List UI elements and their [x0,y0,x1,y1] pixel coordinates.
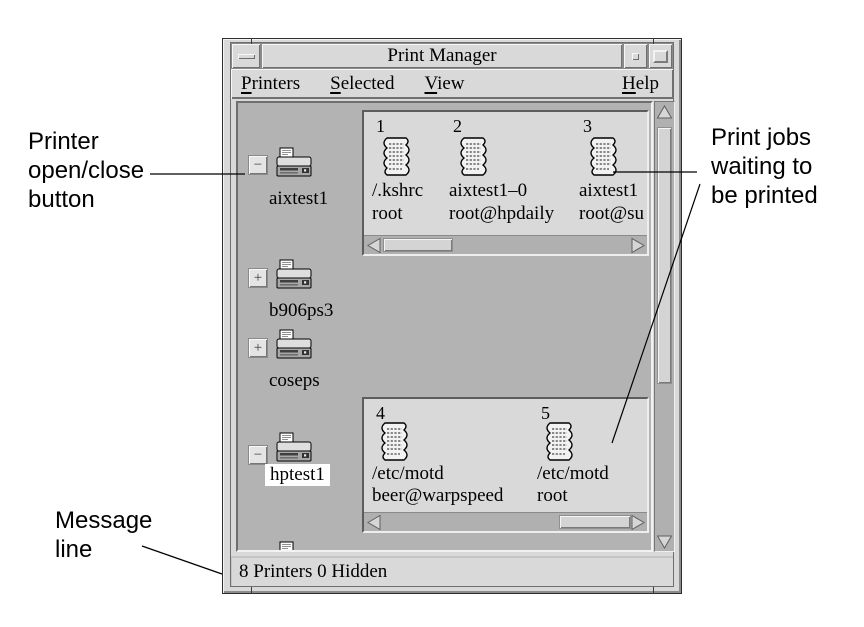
printer-open-close-button-aixtest1[interactable]: − [248,155,268,175]
job-canvas-hptest1: 4 /etc/motd beer@warpspeed 5 /etc/motd r… [364,399,647,512]
job-owner: root@hpdaily [449,203,555,224]
job-file: /etc/motd [372,463,444,484]
menu-printers[interactable]: Printers [241,73,301,94]
hscroll-thumb[interactable] [559,515,631,529]
printer-label-coseps[interactable]: coseps [269,370,320,391]
job-panel-hptest1: 4 /etc/motd beer@warpspeed 5 /etc/motd r… [362,397,649,533]
job-panel-aixtest1: 1 /.kshrc root 2 aixtest1–0 root@hpdaily [362,110,649,256]
printer-label-hptest1[interactable]: hptest1 [265,464,330,486]
printer-icon-hptest1[interactable] [275,432,313,463]
menubar: Printers Selected View Help [231,69,673,99]
vscroll-thumb[interactable] [657,127,672,384]
minimize-dot-icon [632,52,639,60]
printer-label-b906ps3[interactable]: b906ps3 [269,300,334,321]
scroll-left-button[interactable] [365,514,382,531]
triangle-down-icon [657,535,672,548]
print-job-5[interactable]: 5 /etc/motd root [537,403,609,506]
print-job-document-icon[interactable] [541,421,575,461]
job-canvas-aixtest1: 1 /.kshrc root 2 aixtest1–0 root@hpdaily [364,112,647,235]
printer-open-close-button-hptest1[interactable]: − [248,445,268,465]
annotation-message-line: Message line [55,507,153,563]
scroll-right-button[interactable] [629,514,646,531]
annotation-print-jobs: Print jobs waiting to be printed [711,124,818,209]
printer-list-viewport: − aixtest1 1 /.kshrc root [236,101,653,552]
job-owner: root [372,203,403,224]
printer-label-aixtest1[interactable]: aixtest1 [269,188,329,209]
triangle-up-icon [657,105,672,118]
window-menu-bar-icon [237,53,255,59]
annotation-printer-open-close: Printer open/close button [28,128,145,213]
print-job-1[interactable]: 1 /.kshrc root [372,116,424,224]
print-manager-window: Print Manager Printers Selected View Hel… [222,38,682,594]
scroll-right-button[interactable] [629,237,646,254]
maximize-square-icon [653,49,668,63]
print-job-document-icon[interactable] [455,136,489,176]
scroll-left-button[interactable] [365,237,382,254]
printer-open-close-button-coseps[interactable]: + [248,338,268,358]
job-file: /etc/motd [537,463,609,484]
print-job-2[interactable]: 2 aixtest1–0 root@hpdaily [449,116,555,224]
maximize-button[interactable] [648,43,673,69]
job-file: /.kshrc [372,180,424,201]
job-panel-hscrollbar[interactable] [364,235,647,254]
job-owner: beer@warpspeed [372,485,504,506]
job-owner: root@su [579,203,644,224]
printer-icon-aixtest1[interactable] [275,147,313,178]
printer-open-close-button-b906ps3[interactable]: + [248,268,268,288]
print-job-document-icon[interactable] [378,136,412,176]
print-job-4[interactable]: 4 /etc/motd beer@warpspeed [372,403,504,506]
job-file: aixtest1–0 [449,180,528,201]
frame-notch [653,587,654,594]
print-job-3[interactable]: 3 aixtest1 root@su [579,116,644,224]
frame-notch [251,587,252,594]
job-file: aixtest1 [579,180,639,201]
triangle-right-icon [631,238,644,253]
menu-help[interactable]: Help [622,73,659,94]
print-job-document-icon[interactable] [585,136,619,176]
print-job-document-icon[interactable] [376,421,410,461]
job-owner: root [537,485,568,506]
window-menu-button[interactable] [231,43,261,69]
printer-icon-coseps[interactable] [275,329,313,360]
scroll-up-button[interactable] [656,103,673,120]
menu-selected[interactable]: Selected [330,73,395,94]
hscroll-thumb[interactable] [383,238,453,252]
main-area: − aixtest1 1 /.kshrc root [231,99,675,556]
frame-notch [653,38,654,44]
printer-icon-partial[interactable] [275,541,313,552]
minimize-button[interactable] [623,43,648,69]
job-panel-hscrollbar[interactable] [364,512,647,531]
triangle-right-icon [631,515,644,530]
vertical-scrollbar[interactable] [654,101,675,552]
scroll-down-button[interactable] [656,533,673,550]
triangle-left-icon [367,238,380,253]
frame-notch [251,38,252,44]
titlebar[interactable]: Print Manager [231,43,673,69]
menu-view[interactable]: View [424,73,465,94]
window-title: Print Manager [261,43,623,69]
message-line: 8 Printers 0 Hidden [231,556,673,586]
printer-icon-b906ps3[interactable] [275,259,313,290]
triangle-left-icon [367,515,380,530]
